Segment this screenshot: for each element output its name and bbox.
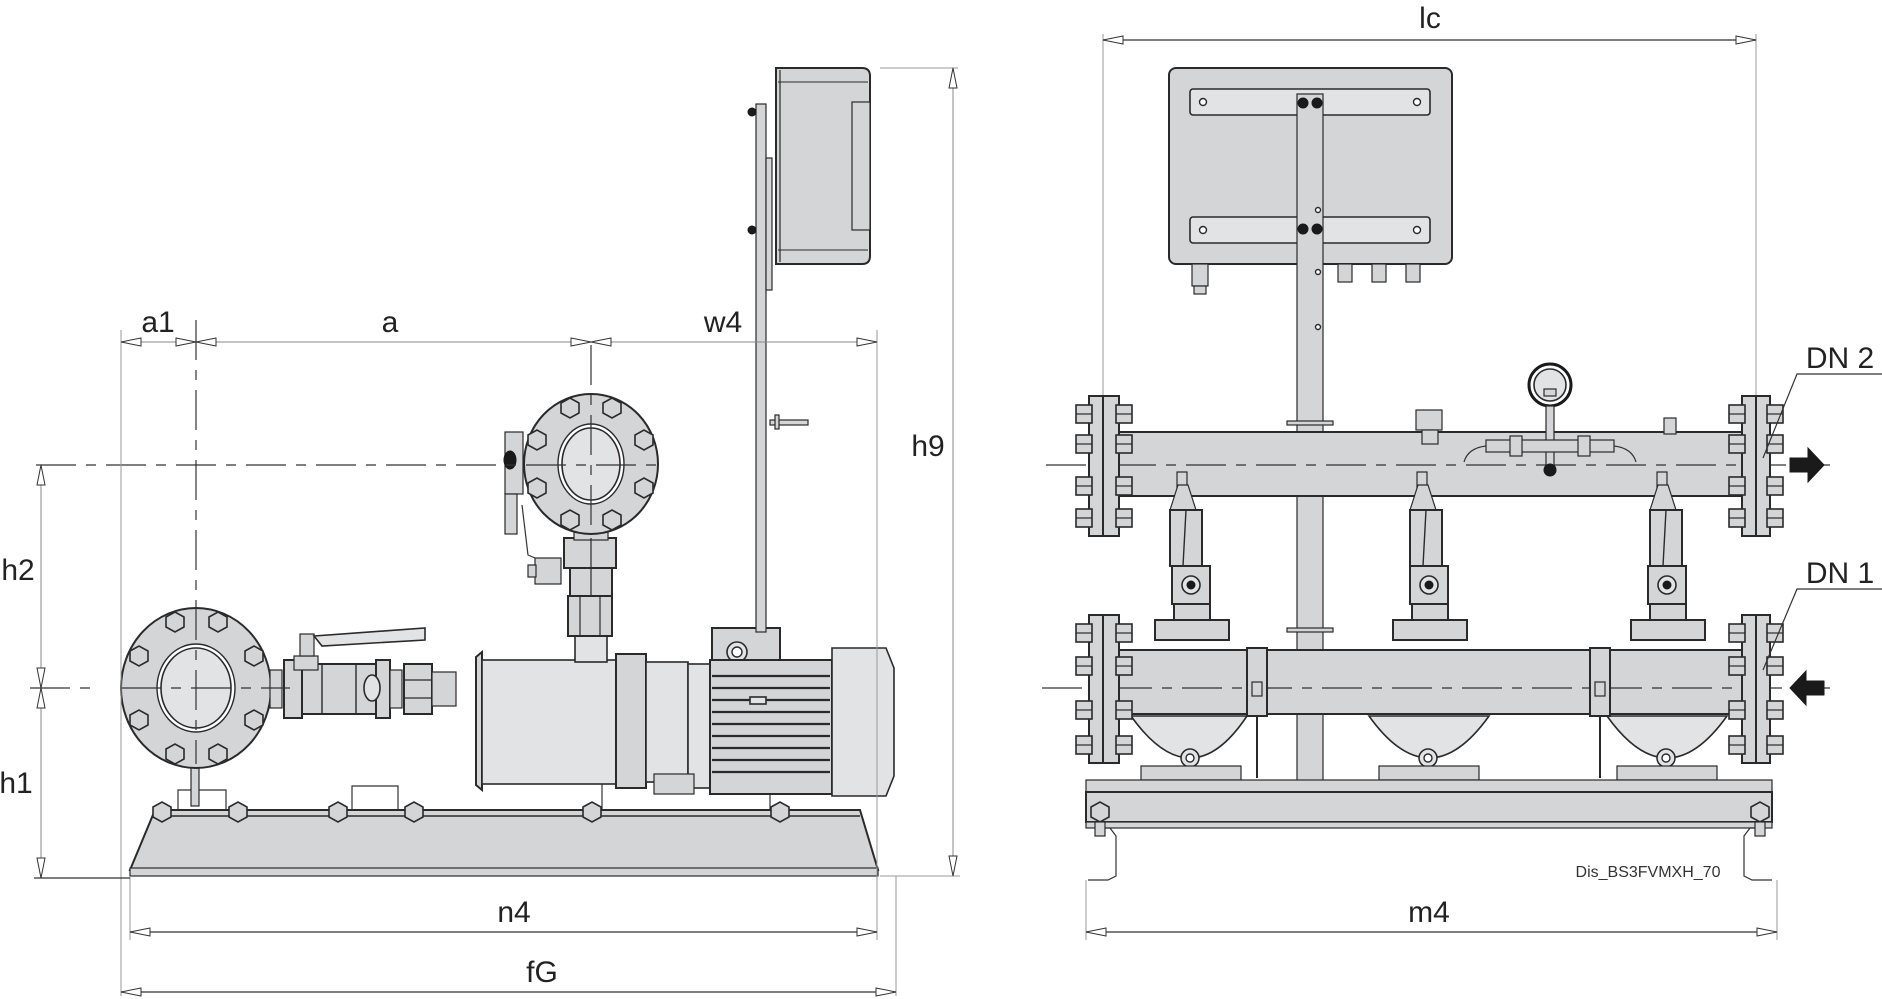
front-view: lc [1042,2,1882,940]
leader-dn1 [1762,588,1882,671]
base-bolt [404,801,424,823]
dim-h1-h2 [30,464,92,879]
base-bolt [582,801,602,823]
dim-label-fG: fG [526,956,558,989]
dim-label-m4: m4 [1408,896,1450,929]
discharge-riser [563,529,617,663]
pressure-sensor [503,431,562,585]
base-bolt [770,801,790,823]
pump-body [475,649,689,793]
base-bolt [228,801,248,823]
suction-manifold [1042,614,1830,778]
arrow-left-icon [1789,669,1825,707]
discharge-manifold [1046,395,1830,537]
discharge-flange [523,393,659,535]
side-view: a1 a w4 h2 h1 h9 n4 [0,67,960,997]
dim-label-a: a [382,306,399,339]
dim-h9 [948,67,958,877]
base-bolt [328,801,348,823]
dim-n4 [129,927,878,937]
base-frame-front [1085,779,1773,881]
dim-m4 [1085,927,1778,937]
dim-label-h9: h9 [911,430,944,463]
arrow-right-icon [1789,446,1825,484]
inlet-valve [269,627,457,719]
dim-label-h2: h2 [1,554,34,587]
dim-label-a1: a1 [141,306,174,339]
dim-label-h1: h1 [0,767,33,800]
label-dn2-outlet: DN 2 [1806,342,1874,375]
motor-nameplate [749,696,767,705]
label-dn1-inlet: DN 1 [1806,557,1874,590]
motor-cooling-fins [712,674,830,774]
pump-unit [1367,471,1491,781]
base-bolt [152,801,172,823]
motor [653,627,895,797]
pump-unit [1605,471,1729,781]
dim-fG [120,987,897,997]
pressure-gauge [1463,362,1637,477]
leader-dn2 [1762,373,1882,459]
dim-a1-a-w4 [120,337,878,347]
drawing-code: Dis_BS3FVMXH_70 [1576,864,1721,881]
dim-label-w4: w4 [703,306,742,339]
dim-label-lc: lc [1419,2,1441,35]
pump-unit [1129,471,1249,781]
control-panel-side [747,67,871,633]
dim-label-n4: n4 [497,896,530,929]
base-frame [128,761,880,877]
dim-lc [1102,35,1757,45]
